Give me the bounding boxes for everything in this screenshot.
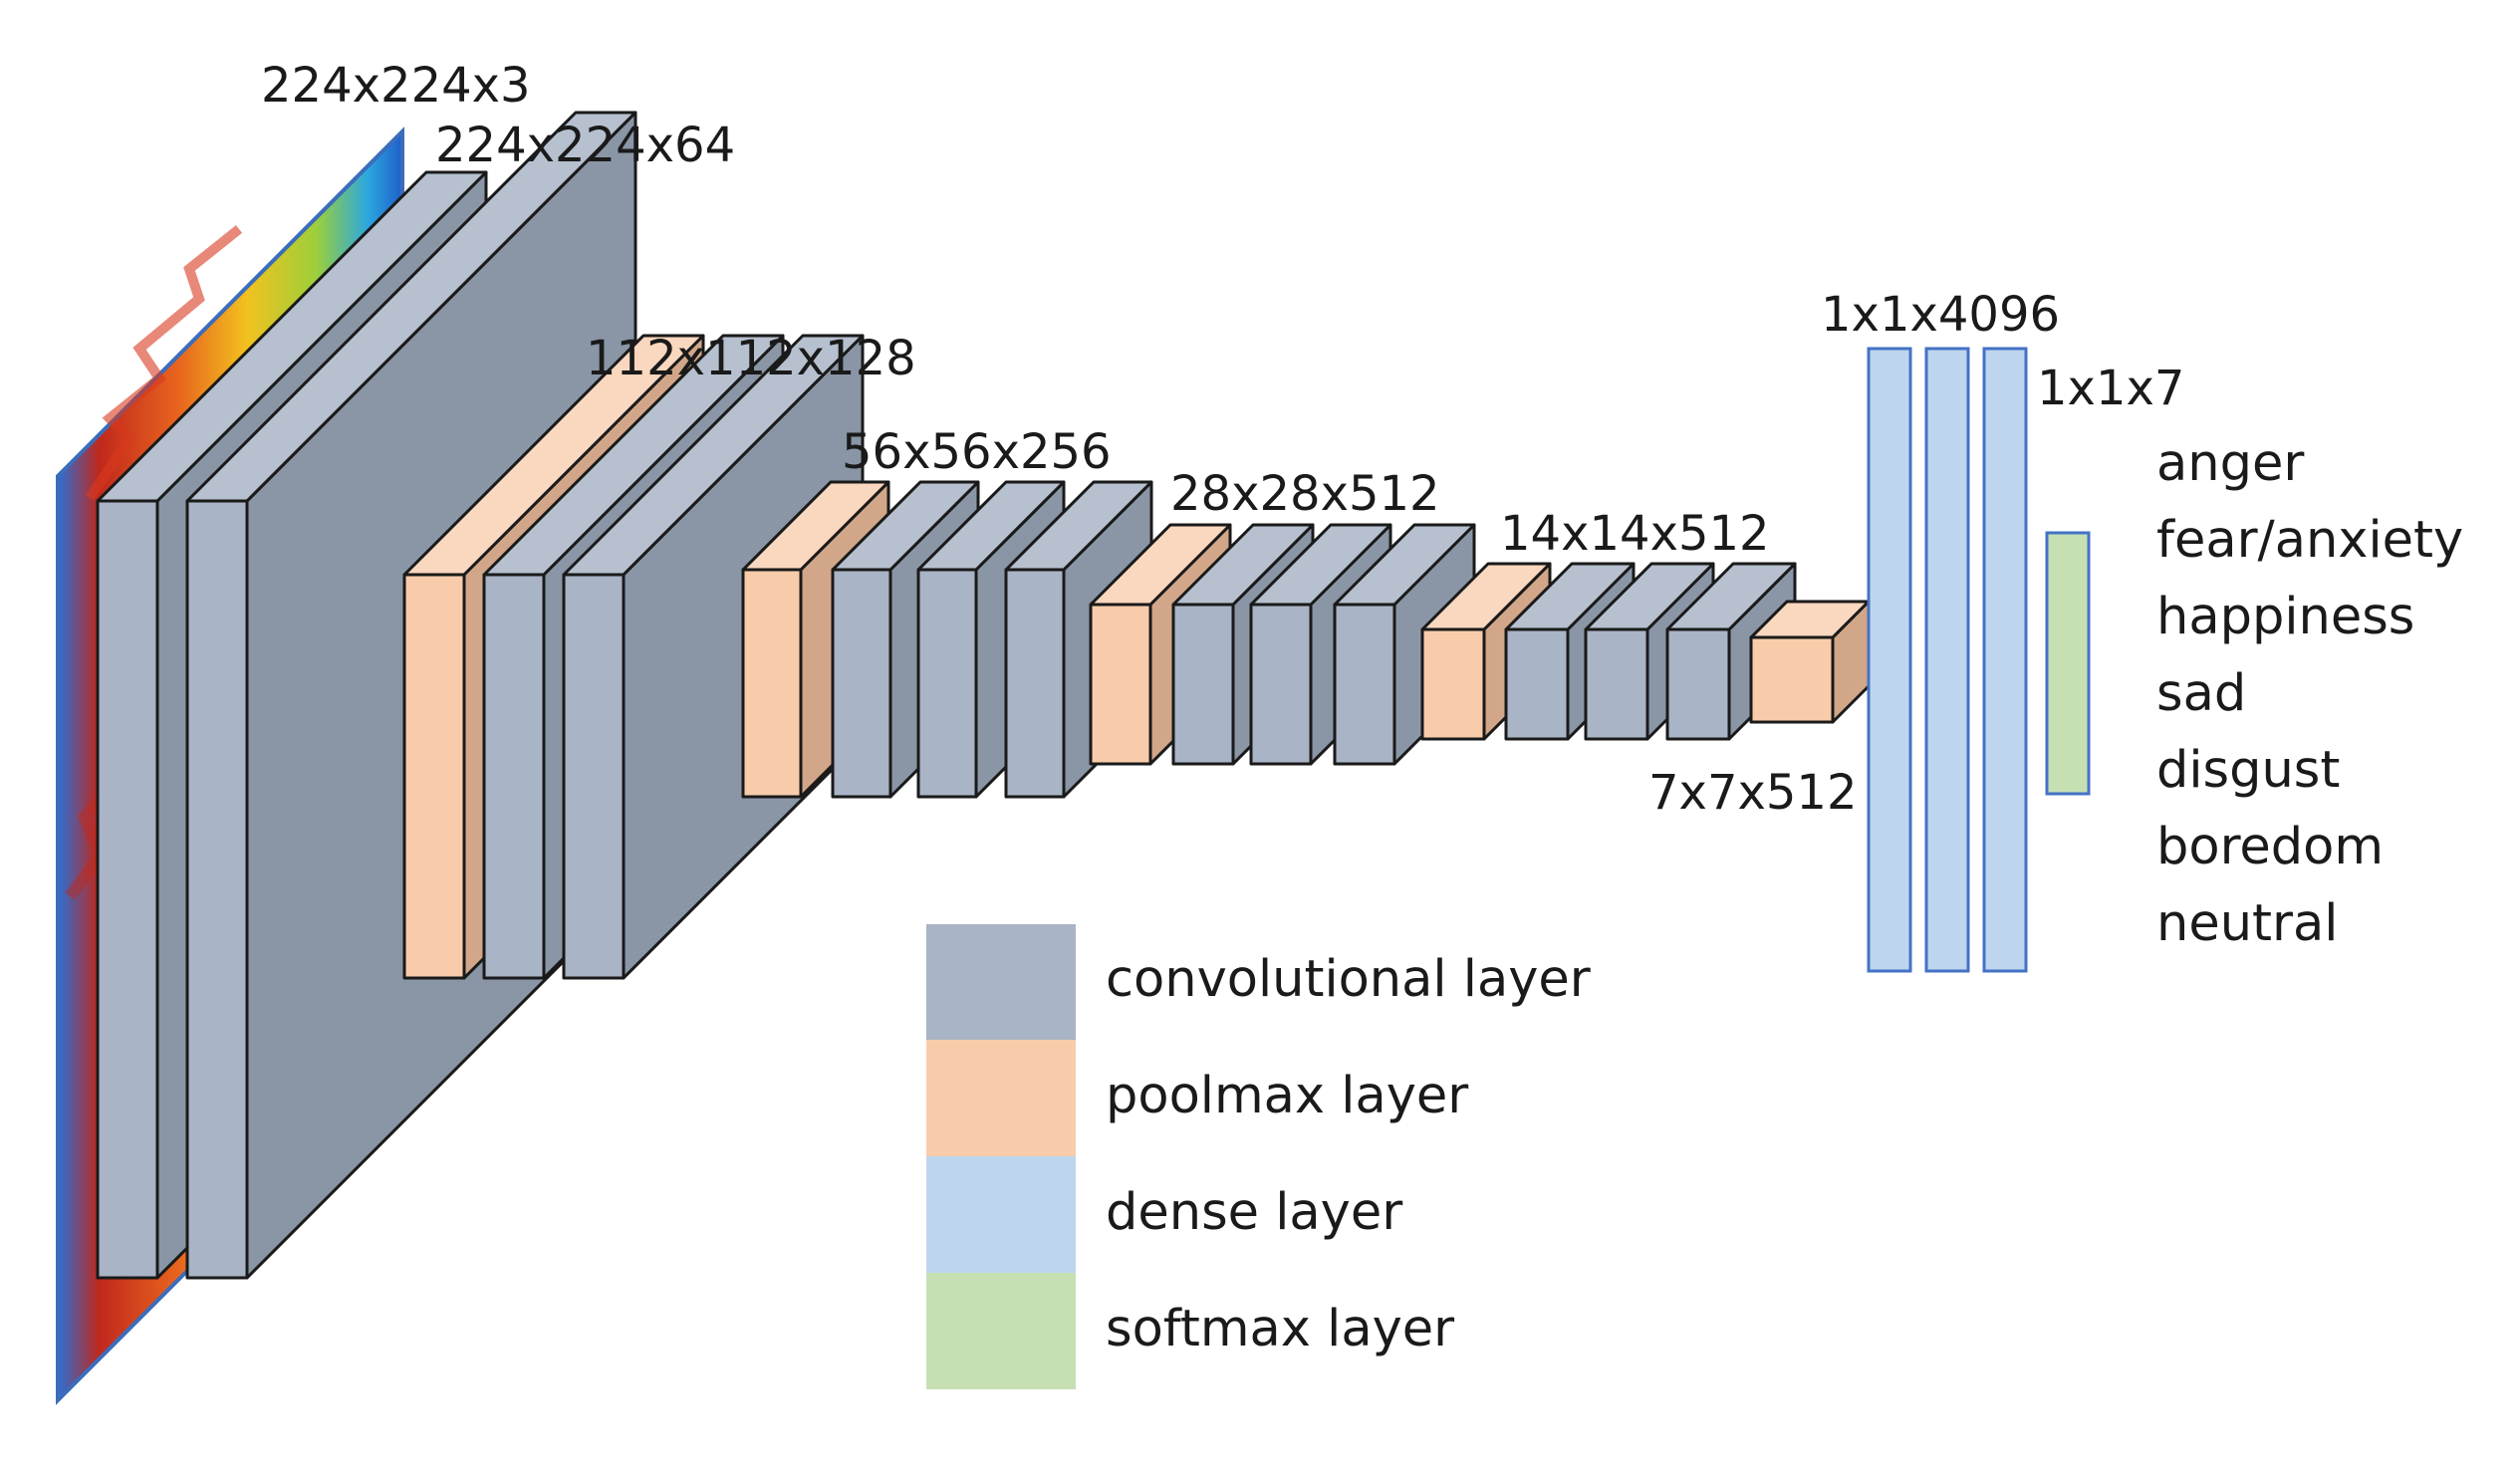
label-softmax-dim: 1x1x7 — [2037, 361, 2184, 416]
legend: convolutional layer poolmax layer dense … — [926, 924, 1591, 1389]
pool-final — [1749, 600, 1871, 724]
pool-block1-front — [402, 573, 466, 980]
conv-block3-layer3-front — [1004, 568, 1066, 799]
softmax-layer — [2045, 531, 2091, 796]
conv-block4-layer2-front — [1249, 603, 1313, 766]
pool-block2-front — [741, 568, 803, 799]
legend-swatch-poolmax — [926, 1040, 1076, 1156]
conv-block4-layer3-front — [1333, 603, 1396, 766]
conv-block5-layer3-front — [1665, 627, 1731, 741]
legend-swatch-softmax — [926, 1273, 1076, 1389]
label-block3-dim: 56x56x256 — [842, 424, 1112, 480]
conv-block2-layer2-front — [562, 573, 626, 980]
legend-label: convolutional layer — [1106, 950, 1591, 1009]
dimension-labels: 224x224x3 224x224x64 112x112x128 56x56x2… — [261, 58, 2184, 821]
pool-block4-front — [1420, 627, 1486, 741]
conv-block3-layer2-front — [916, 568, 978, 799]
conv-block5-layer2-front — [1584, 627, 1649, 741]
label-block5-dim: 14x14x512 — [1500, 506, 1770, 562]
conv-block1-layer1-front — [96, 499, 159, 1280]
dense-layers — [1867, 347, 2028, 973]
class-label: anger — [2156, 434, 2304, 493]
layer-blocks — [96, 111, 1871, 1280]
dense-layer-2 — [1924, 347, 1970, 973]
conv-block4-layer1-front — [1171, 603, 1235, 766]
dense-layer-1 — [1867, 347, 1912, 973]
conv-block1-layer2-front — [185, 499, 249, 1280]
legend-label: softmax layer — [1106, 1300, 1454, 1358]
class-label: happiness — [2156, 588, 2414, 646]
label-block2-dim: 112x112x128 — [586, 331, 916, 386]
label-block1-dim: 224x224x64 — [435, 118, 735, 173]
class-label: neutral — [2156, 894, 2338, 953]
conv-block3-layer1-front — [831, 568, 892, 799]
legend-label: poolmax layer — [1106, 1067, 1468, 1125]
pool-block3-front — [1089, 603, 1152, 766]
legend-swatch-dense — [926, 1156, 1076, 1273]
class-label: fear/anxiety — [2156, 511, 2463, 570]
conv-block2-layer1-front — [482, 573, 546, 980]
legend-swatch-convolutional — [926, 924, 1076, 1040]
output-classes: anger fear/anxiety happiness sad disgust… — [2156, 434, 2463, 953]
label-dense-dim: 1x1x4096 — [1821, 287, 2060, 343]
conv-block5-layer1-front — [1504, 627, 1570, 741]
label-input-dim: 224x224x3 — [261, 58, 531, 114]
class-label: disgust — [2156, 741, 2340, 800]
label-final-pool-dim: 7x7x512 — [1648, 765, 1858, 821]
class-label: sad — [2156, 664, 2246, 723]
pool-final-front — [1749, 635, 1835, 724]
dense-layer-3 — [1982, 347, 2028, 973]
legend-label: dense layer — [1106, 1183, 1402, 1242]
class-label: boredom — [2156, 818, 2384, 876]
label-block4-dim: 28x28x512 — [1170, 466, 1440, 522]
